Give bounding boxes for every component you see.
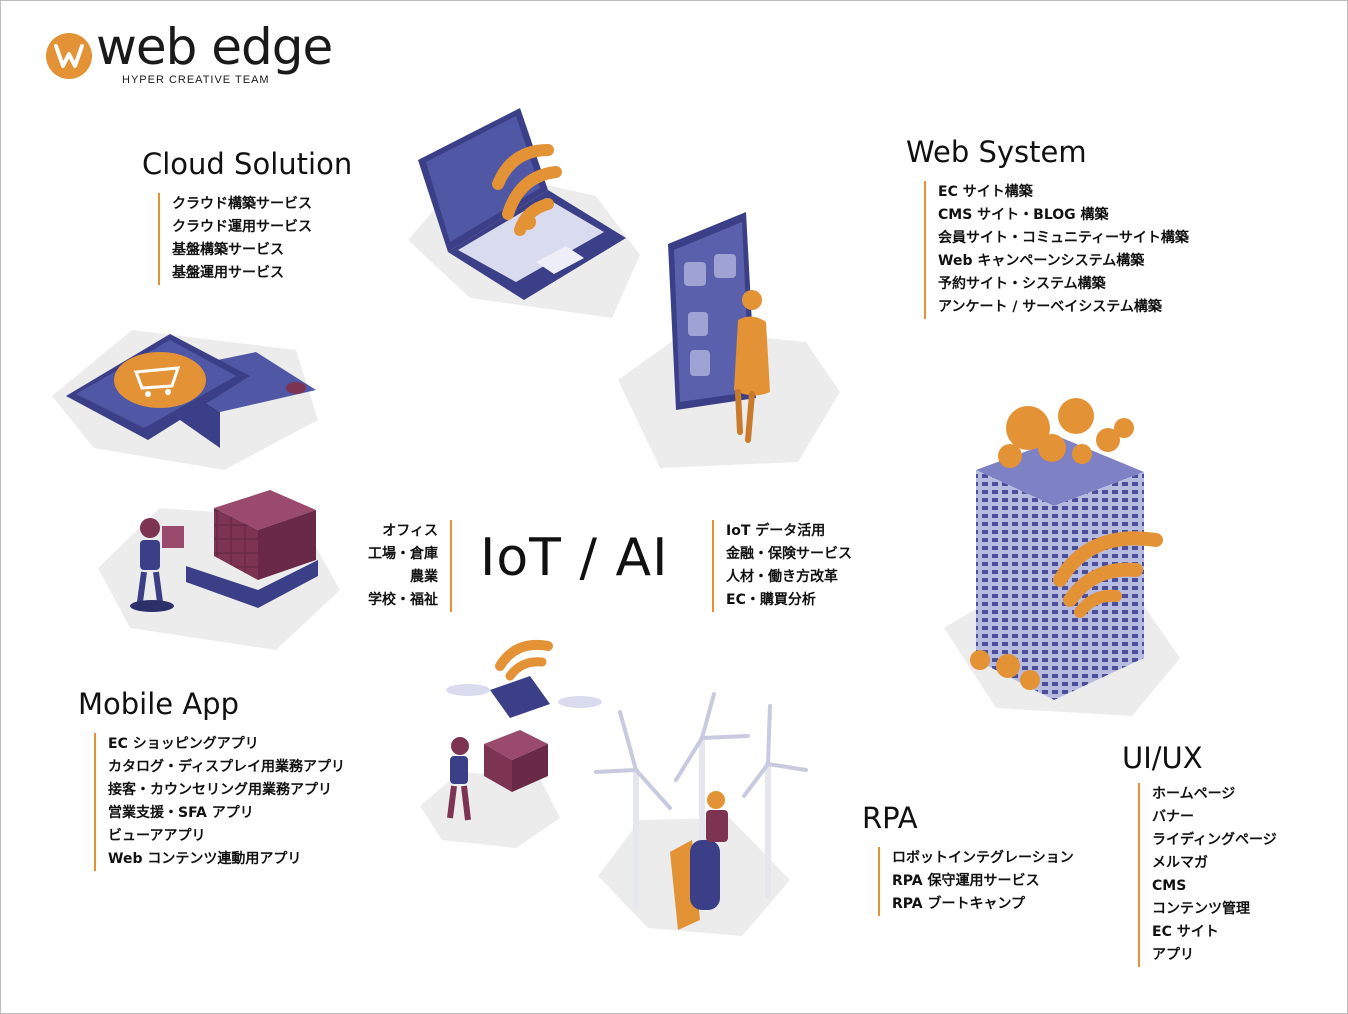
list-item: EC・購買分析 xyxy=(726,592,816,608)
wifi-icon xyxy=(495,640,553,681)
list-item: メルマガ xyxy=(1152,855,1208,871)
section-title: Web System xyxy=(906,135,1087,169)
section-title: Mobile App xyxy=(78,687,240,721)
logo-mark xyxy=(46,33,92,79)
service-list: ロボットインテグレーション RPA 保守運用サービス RPA ブートキャンプ xyxy=(878,847,1074,916)
iot-left-list: オフィス 工場・倉庫 農業 学校・福祉 xyxy=(368,520,452,612)
list-item: 基盤運用サービス xyxy=(172,265,284,281)
list-item: 農業 xyxy=(410,569,438,585)
list-item: カタログ・ディスプレイ用業務アプリ xyxy=(108,759,346,775)
water-drop-icon xyxy=(714,254,736,278)
woman-figure xyxy=(734,290,770,443)
section-iot-ai: オフィス 工場・倉庫 農業 学校・福祉 IoT / AI IoT データ活用 金… xyxy=(368,520,872,612)
list-item: ロボットインテグレーション xyxy=(892,850,1074,866)
list-item: 人材・働き方改革 xyxy=(726,569,838,585)
list-item: 金融・保険サービス xyxy=(726,546,852,562)
building-illustration xyxy=(944,398,1180,716)
list-item: 営業支援・SFA アプリ xyxy=(108,805,254,821)
list-item: コンテンツ管理 xyxy=(1152,901,1250,917)
wifi-icon xyxy=(492,144,562,236)
list-item: IoT データ活用 xyxy=(726,523,826,539)
list-item: ビューアアプリ xyxy=(108,828,206,844)
phone-card-illustration xyxy=(52,330,318,470)
list-item: バナー xyxy=(1152,809,1194,825)
list-item: アンケート / サーベイシステム構築 xyxy=(938,299,1162,315)
worker-figure xyxy=(130,518,184,612)
section-title: IoT / AI xyxy=(480,528,669,588)
list-item: 予約サイト・システム構築 xyxy=(938,276,1106,292)
list-item: EC ショッピングアプリ xyxy=(108,736,259,752)
list-item: オフィス xyxy=(382,523,438,539)
list-item: 基盤構築サービス xyxy=(172,242,284,258)
lightbulb-icon xyxy=(690,350,710,376)
drone-illustration xyxy=(420,640,602,848)
list-item: 接客・カウンセリング用業務アプリ xyxy=(108,782,332,798)
section-ui-ux: UI/UX ホームページ バナー ライディングページ メルマガ CMS コンテン… xyxy=(1122,744,1277,967)
list-item: Web コンテンツ連動用アプリ xyxy=(108,851,302,867)
list-item: アプリ xyxy=(1152,947,1194,963)
section-title: UI/UX xyxy=(1122,741,1203,775)
tablet-illustration xyxy=(618,212,840,468)
list-item: EC サイト構築 xyxy=(938,184,1033,200)
wind-turbine-illustration xyxy=(594,692,808,936)
section-mobile-app: Mobile App EC ショッピングアプリ カタログ・ディスプレイ用業務アプ… xyxy=(78,690,345,871)
section-cloud-solution: Cloud Solution クラウド構築サービス クラウド運用サービス 基盤構… xyxy=(142,150,352,285)
list-item: 工場・倉庫 xyxy=(368,546,438,562)
section-title: Cloud Solution xyxy=(142,147,353,181)
service-list: ホームページ バナー ライディングページ メルマガ CMS コンテンツ管理 EC… xyxy=(1138,783,1277,967)
list-item: CMS サイト・BLOG 構築 xyxy=(938,207,1109,223)
service-list: EC サイト構築 CMS サイト・BLOG 構築 会員サイト・コミュニティーサイ… xyxy=(924,181,1189,319)
laptop-illustration xyxy=(408,108,640,318)
list-item: 会員サイト・コミュニティーサイト構築 xyxy=(938,230,1189,246)
list-item: ホームページ xyxy=(1152,786,1236,802)
brand-name: web edge xyxy=(96,18,333,76)
section-web-system: Web System EC サイト構築 CMS サイト・BLOG 構築 会員サイ… xyxy=(906,138,1189,319)
iot-right-list: IoT データ活用 金融・保険サービス 人材・働き方改革 EC・購買分析 xyxy=(712,520,852,612)
list-item: ライディングページ xyxy=(1152,832,1277,848)
courier-figure xyxy=(447,737,471,821)
service-list: EC ショッピングアプリ カタログ・ディスプレイ用業務アプリ 接客・カウンセリン… xyxy=(94,733,345,871)
section-title: RPA xyxy=(862,801,918,835)
engineer-figure xyxy=(706,791,728,842)
list-item: Web キャンペーンシステム構築 xyxy=(938,253,1145,269)
lightning-icon xyxy=(688,312,708,336)
section-rpa: RPA ロボットインテグレーション RPA 保守運用サービス RPA ブートキャ… xyxy=(862,804,1074,916)
service-list: クラウド構築サービス クラウド運用サービス 基盤構築サービス 基盤運用サービス xyxy=(158,193,352,285)
list-item: クラウド運用サービス xyxy=(172,219,312,235)
list-item: クラウド構築サービス xyxy=(172,196,312,212)
list-item: EC サイト xyxy=(1152,924,1219,940)
list-item: 学校・福祉 xyxy=(368,592,438,608)
warehouse-illustration xyxy=(98,490,340,650)
wifi-icon xyxy=(1053,531,1163,618)
brand-logo[interactable]: web edge HYPER CREATIVE TEAM xyxy=(46,22,386,90)
list-item: RPA ブートキャンプ xyxy=(892,896,1026,912)
list-item: CMS xyxy=(1152,878,1187,894)
lock-icon xyxy=(684,262,706,286)
list-item: RPA 保守運用サービス xyxy=(892,873,1040,889)
brand-tagline: HYPER CREATIVE TEAM xyxy=(122,74,270,86)
shopping-cart-icon xyxy=(114,352,206,408)
